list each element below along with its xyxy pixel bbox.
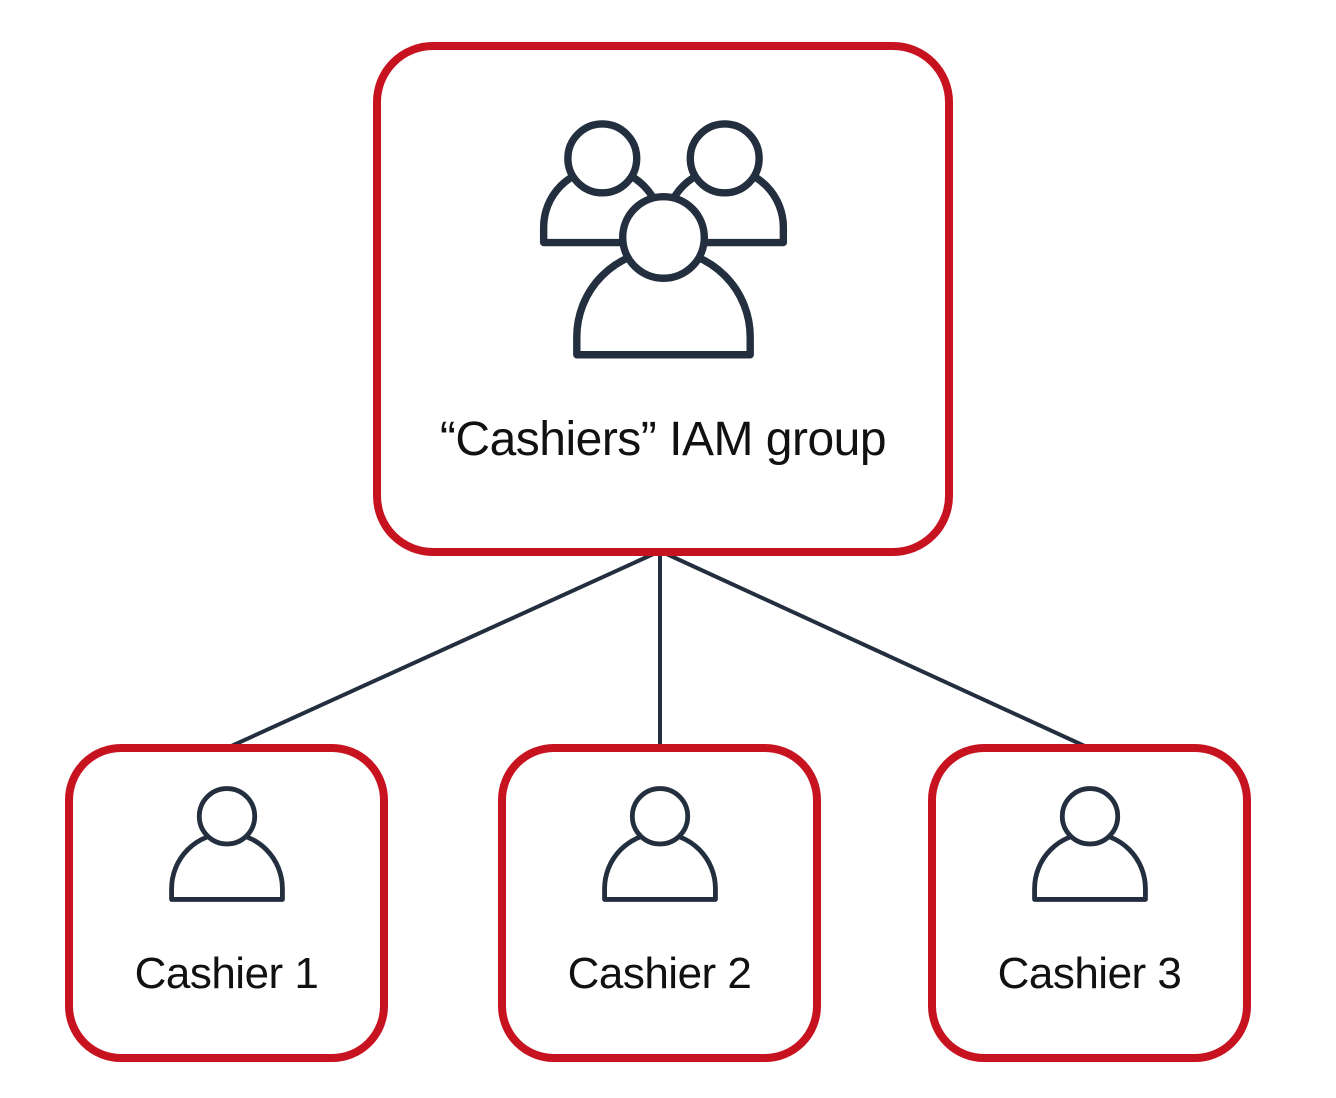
group-box-label: “Cashiers” IAM group: [439, 413, 887, 466]
back-left-user-head: [563, 120, 640, 197]
user-box-cashier-2: Cashier 2: [498, 744, 821, 1062]
user-icon: [1031, 786, 1148, 902]
connector-line-group-to-cashier-1: [226, 549, 661, 750]
back-right-user-head: [686, 120, 763, 197]
users-group-icon: [539, 120, 787, 359]
front-user-head: [618, 192, 708, 282]
user-box-cashier-1: Cashier 1: [65, 744, 388, 1062]
user-icon: [168, 786, 285, 902]
user-box-cashier-3: Cashier 3: [928, 744, 1251, 1062]
connector-line-group-to-cashier-3: [659, 549, 1090, 750]
user-box-label: Cashier 2: [567, 949, 752, 998]
user-head: [1059, 786, 1120, 847]
user-icon: [601, 786, 718, 902]
user-box-label: Cashier 1: [134, 949, 319, 998]
user-head: [629, 786, 690, 847]
user-box-label: Cashier 3: [997, 949, 1182, 998]
user-head: [196, 786, 257, 847]
group-box-cashiers-iam-group: “Cashiers” IAM group: [373, 42, 953, 556]
